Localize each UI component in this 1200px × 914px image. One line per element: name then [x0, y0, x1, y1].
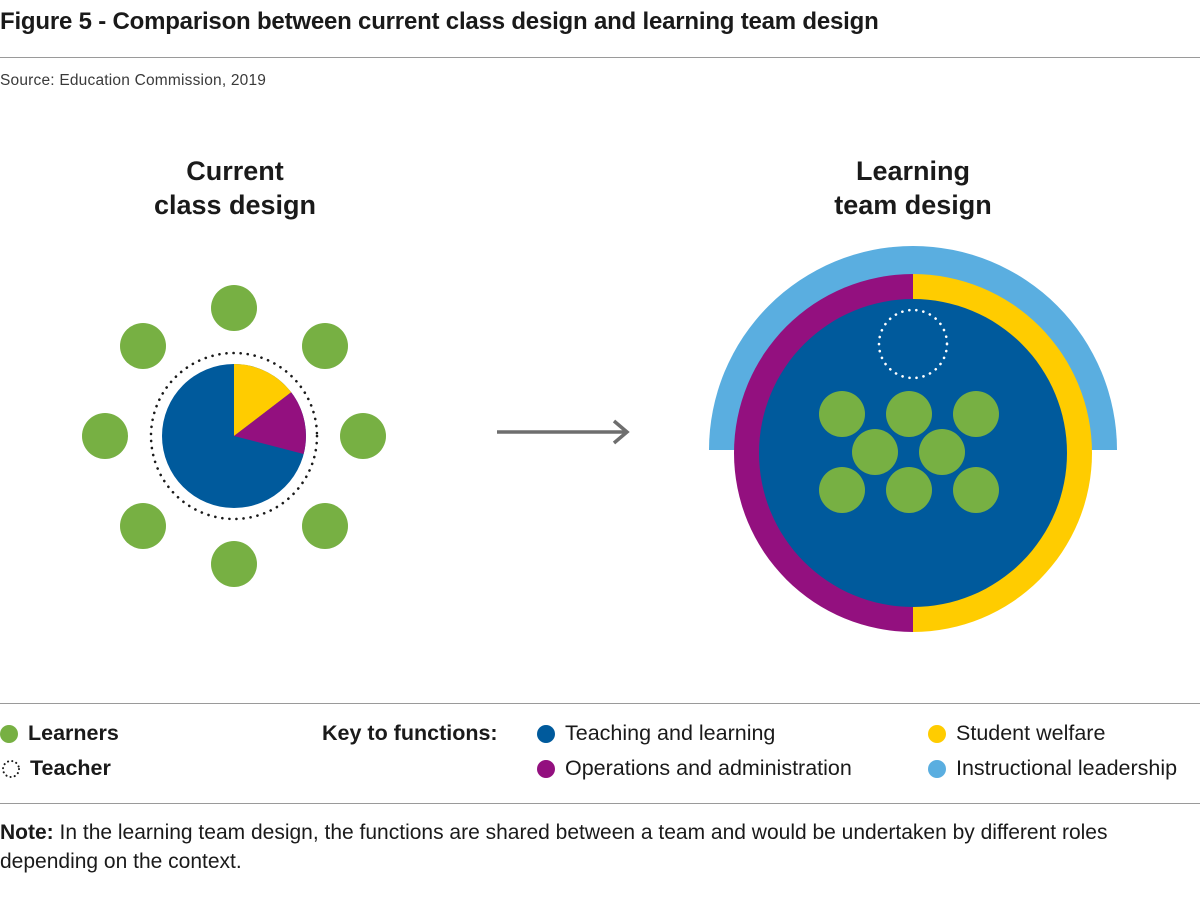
- title-divider: [0, 57, 1200, 58]
- legend-operations: Operations and administration: [537, 756, 852, 781]
- learner-dot-icon: [82, 413, 128, 459]
- instructional-leadership-dot-icon: [928, 759, 946, 778]
- learning-team-heading-line1: Learning: [855, 156, 970, 186]
- legend-teacher-label: Teacher: [30, 756, 111, 780]
- current-class-heading-line1: Current: [186, 156, 284, 186]
- learner-dot-icon: [120, 503, 166, 549]
- legend-operations-label: Operations and administration: [565, 756, 852, 780]
- student-welfare-slice: [234, 364, 292, 436]
- teacher-dotted-circle-icon: [877, 308, 949, 380]
- figure-source: Source: Education Commission, 2019: [0, 72, 267, 89]
- comparison-diagram: [82, 246, 1117, 632]
- learner-dot-icon: [953, 467, 999, 513]
- current-class-heading: Current class design: [85, 154, 385, 222]
- teacher-dotted-circle-icon: [2, 759, 20, 778]
- learner-dot-icon: [819, 467, 865, 513]
- legend-teaching-learning: Teaching and learning: [537, 721, 775, 746]
- legend-student-welfare: Student welfare: [928, 721, 1105, 746]
- figure-title: Figure 5 - Comparison between current cl…: [0, 8, 879, 35]
- note-text: In the learning team design, the functio…: [0, 821, 1108, 873]
- legend-learners-label: Learners: [28, 721, 119, 745]
- learner-dot-icon: [120, 323, 166, 369]
- note-label: Note:: [0, 821, 54, 844]
- teaching-learning-dot-icon: [537, 724, 555, 743]
- legend-instructional-leadership-label: Instructional leadership: [956, 756, 1178, 780]
- operations-slice: [234, 392, 306, 454]
- legend-learners: Learners: [0, 721, 119, 746]
- learner-dot-icon: [819, 391, 865, 437]
- current-class-design: [82, 285, 386, 587]
- learner-dot-icon: [919, 429, 965, 475]
- student-welfare-dot-icon: [928, 724, 946, 743]
- learner-dot-icon: [340, 413, 386, 459]
- learning-team-heading: Learning team design: [763, 154, 1063, 222]
- legend-teacher: Teacher: [0, 756, 111, 781]
- learner-dot-icon: [211, 541, 257, 587]
- learner-dot-icon: [886, 391, 932, 437]
- legend-teaching-learning-label: Teaching and learning: [565, 721, 776, 745]
- figure-note: Note: In the learning team design, the f…: [0, 818, 1190, 876]
- legend-instructional-leadership: Instructional leadership: [928, 756, 1177, 781]
- learning-team-heading-line2: team design: [834, 190, 992, 220]
- operations-dot-icon: [537, 759, 555, 778]
- arrow-right-icon: [497, 419, 630, 445]
- current-class-heading-line2: class design: [153, 190, 317, 220]
- legend-top-divider: [0, 703, 1200, 704]
- learning-team-design: [709, 246, 1117, 632]
- legend-student-welfare-label: Student welfare: [956, 721, 1106, 745]
- learner-dot-icon: [0, 724, 18, 743]
- learner-dot-icon: [886, 467, 932, 513]
- teaching-learning-core: [759, 299, 1067, 607]
- learner-dot-icon: [302, 503, 348, 549]
- learner-dot-icon: [852, 429, 898, 475]
- teacher-dotted-circle-icon: [149, 351, 319, 521]
- learner-dot-icon: [211, 285, 257, 331]
- learner-dot-icon: [302, 323, 348, 369]
- legend-key-title: Key to functions:: [322, 721, 498, 745]
- learner-dot-icon: [953, 391, 999, 437]
- note-divider: [0, 803, 1200, 804]
